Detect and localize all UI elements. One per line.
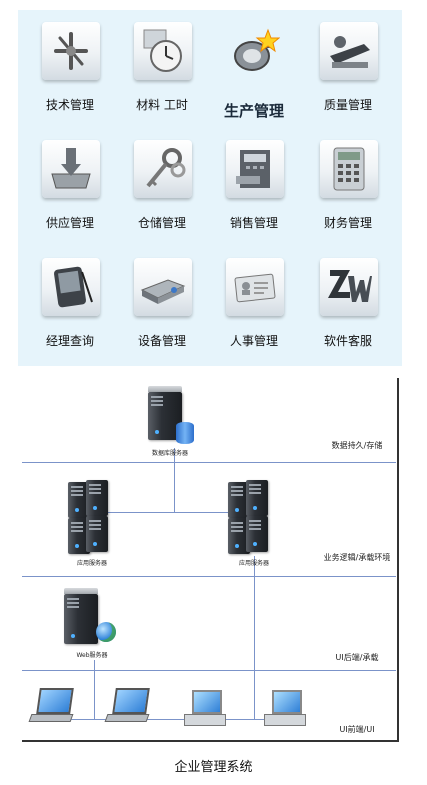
laptop-icon [28,688,74,724]
diagram-frame-right [397,378,399,740]
tier-divider [22,462,396,463]
module-label: 销售管理 [229,216,278,230]
module-label: 设备管理 [137,334,186,348]
network-diagram: 数据持久/存储 业务逻辑/承载环境 UI后端/承载 UI前端/UI 数据库服务器… [22,378,399,742]
connector-line [174,448,175,512]
server-icon [68,518,90,554]
module-quality[interactable]: 质量管理 [300,10,396,120]
calculator-icon [320,140,378,198]
zone-label-ui-backend: UI后端/承载 [335,653,379,662]
connector-line [98,512,228,513]
clock-icon [134,22,192,80]
module-tech[interactable]: 技术管理 [22,10,118,120]
module-production[interactable]: 生产管理 [206,10,302,120]
module-manager-query[interactable]: 经理查询 [22,246,118,356]
cash-register-icon [226,140,284,198]
stapler-icon [320,22,378,80]
server-top [64,588,98,594]
tray-arrow-icon [42,140,100,198]
figure-caption: 企业管理系统 [174,760,253,775]
module-panel: 技术管理 材料 工时 生产管理 质量管理 供应管理 仓储管理 销 [18,10,402,366]
server-icon [228,482,250,518]
server-icon [64,594,98,644]
connector-line [94,660,95,720]
connector-line [62,719,302,720]
module-label: 人事管理 [229,334,278,348]
tools-icon [42,22,100,80]
database-cylinder-icon [176,422,194,444]
module-label: 材料 工时 [136,98,188,112]
app-server-2-caption: 应用服务器 [238,560,269,567]
globe-icon [96,622,116,642]
server-top [148,386,182,392]
diagram-frame-bottom [22,740,399,742]
module-warehouse[interactable]: 仓储管理 [114,128,210,238]
laptop-icon [104,688,150,724]
module-finance[interactable]: 财务管理 [300,128,396,238]
server-icon [246,480,268,516]
module-label: 质量管理 [323,98,372,112]
module-label: 财务管理 [323,216,372,230]
zone-label-ui-frontend: UI前端/UI [339,725,375,734]
module-label: 技术管理 [45,98,94,112]
tier-divider [22,670,396,671]
id-card-icon [226,258,284,316]
module-supply[interactable]: 供应管理 [22,128,118,238]
module-label: 软件客服 [323,334,372,348]
app-server-1-caption: 应用服务器 [76,560,107,567]
web-server-caption: Web服务器 [76,652,108,659]
desktop-pc-icon [182,690,230,730]
power-plug-icon [226,22,284,80]
pda-icon [42,258,100,316]
module-label: 仓储管理 [137,216,186,230]
module-sales[interactable]: 销售管理 [206,128,302,238]
keys-icon [134,140,192,198]
desktop-pc-icon [262,690,310,730]
module-software-service[interactable]: 软件客服 [300,246,396,356]
module-label: 生产管理 [223,102,284,120]
projector-icon [134,258,192,316]
connector-line [254,556,255,720]
server-icon [86,480,108,516]
module-equipment[interactable]: 设备管理 [114,246,210,356]
server-icon [86,516,108,552]
module-hr[interactable]: 人事管理 [206,246,302,356]
zw-logo-icon [320,258,378,316]
zone-label-business: 业务逻辑/承载环境 [323,553,391,562]
module-material[interactable]: 材料 工时 [114,10,210,120]
module-label: 供应管理 [45,216,94,230]
zone-label-storage: 数据持久/存储 [331,441,383,450]
server-icon [68,482,90,518]
server-icon [246,516,268,552]
server-icon [228,518,250,554]
db-server-caption: 数据库服务器 [151,450,188,457]
module-label: 经理查询 [45,334,94,348]
tier-divider [22,576,396,577]
